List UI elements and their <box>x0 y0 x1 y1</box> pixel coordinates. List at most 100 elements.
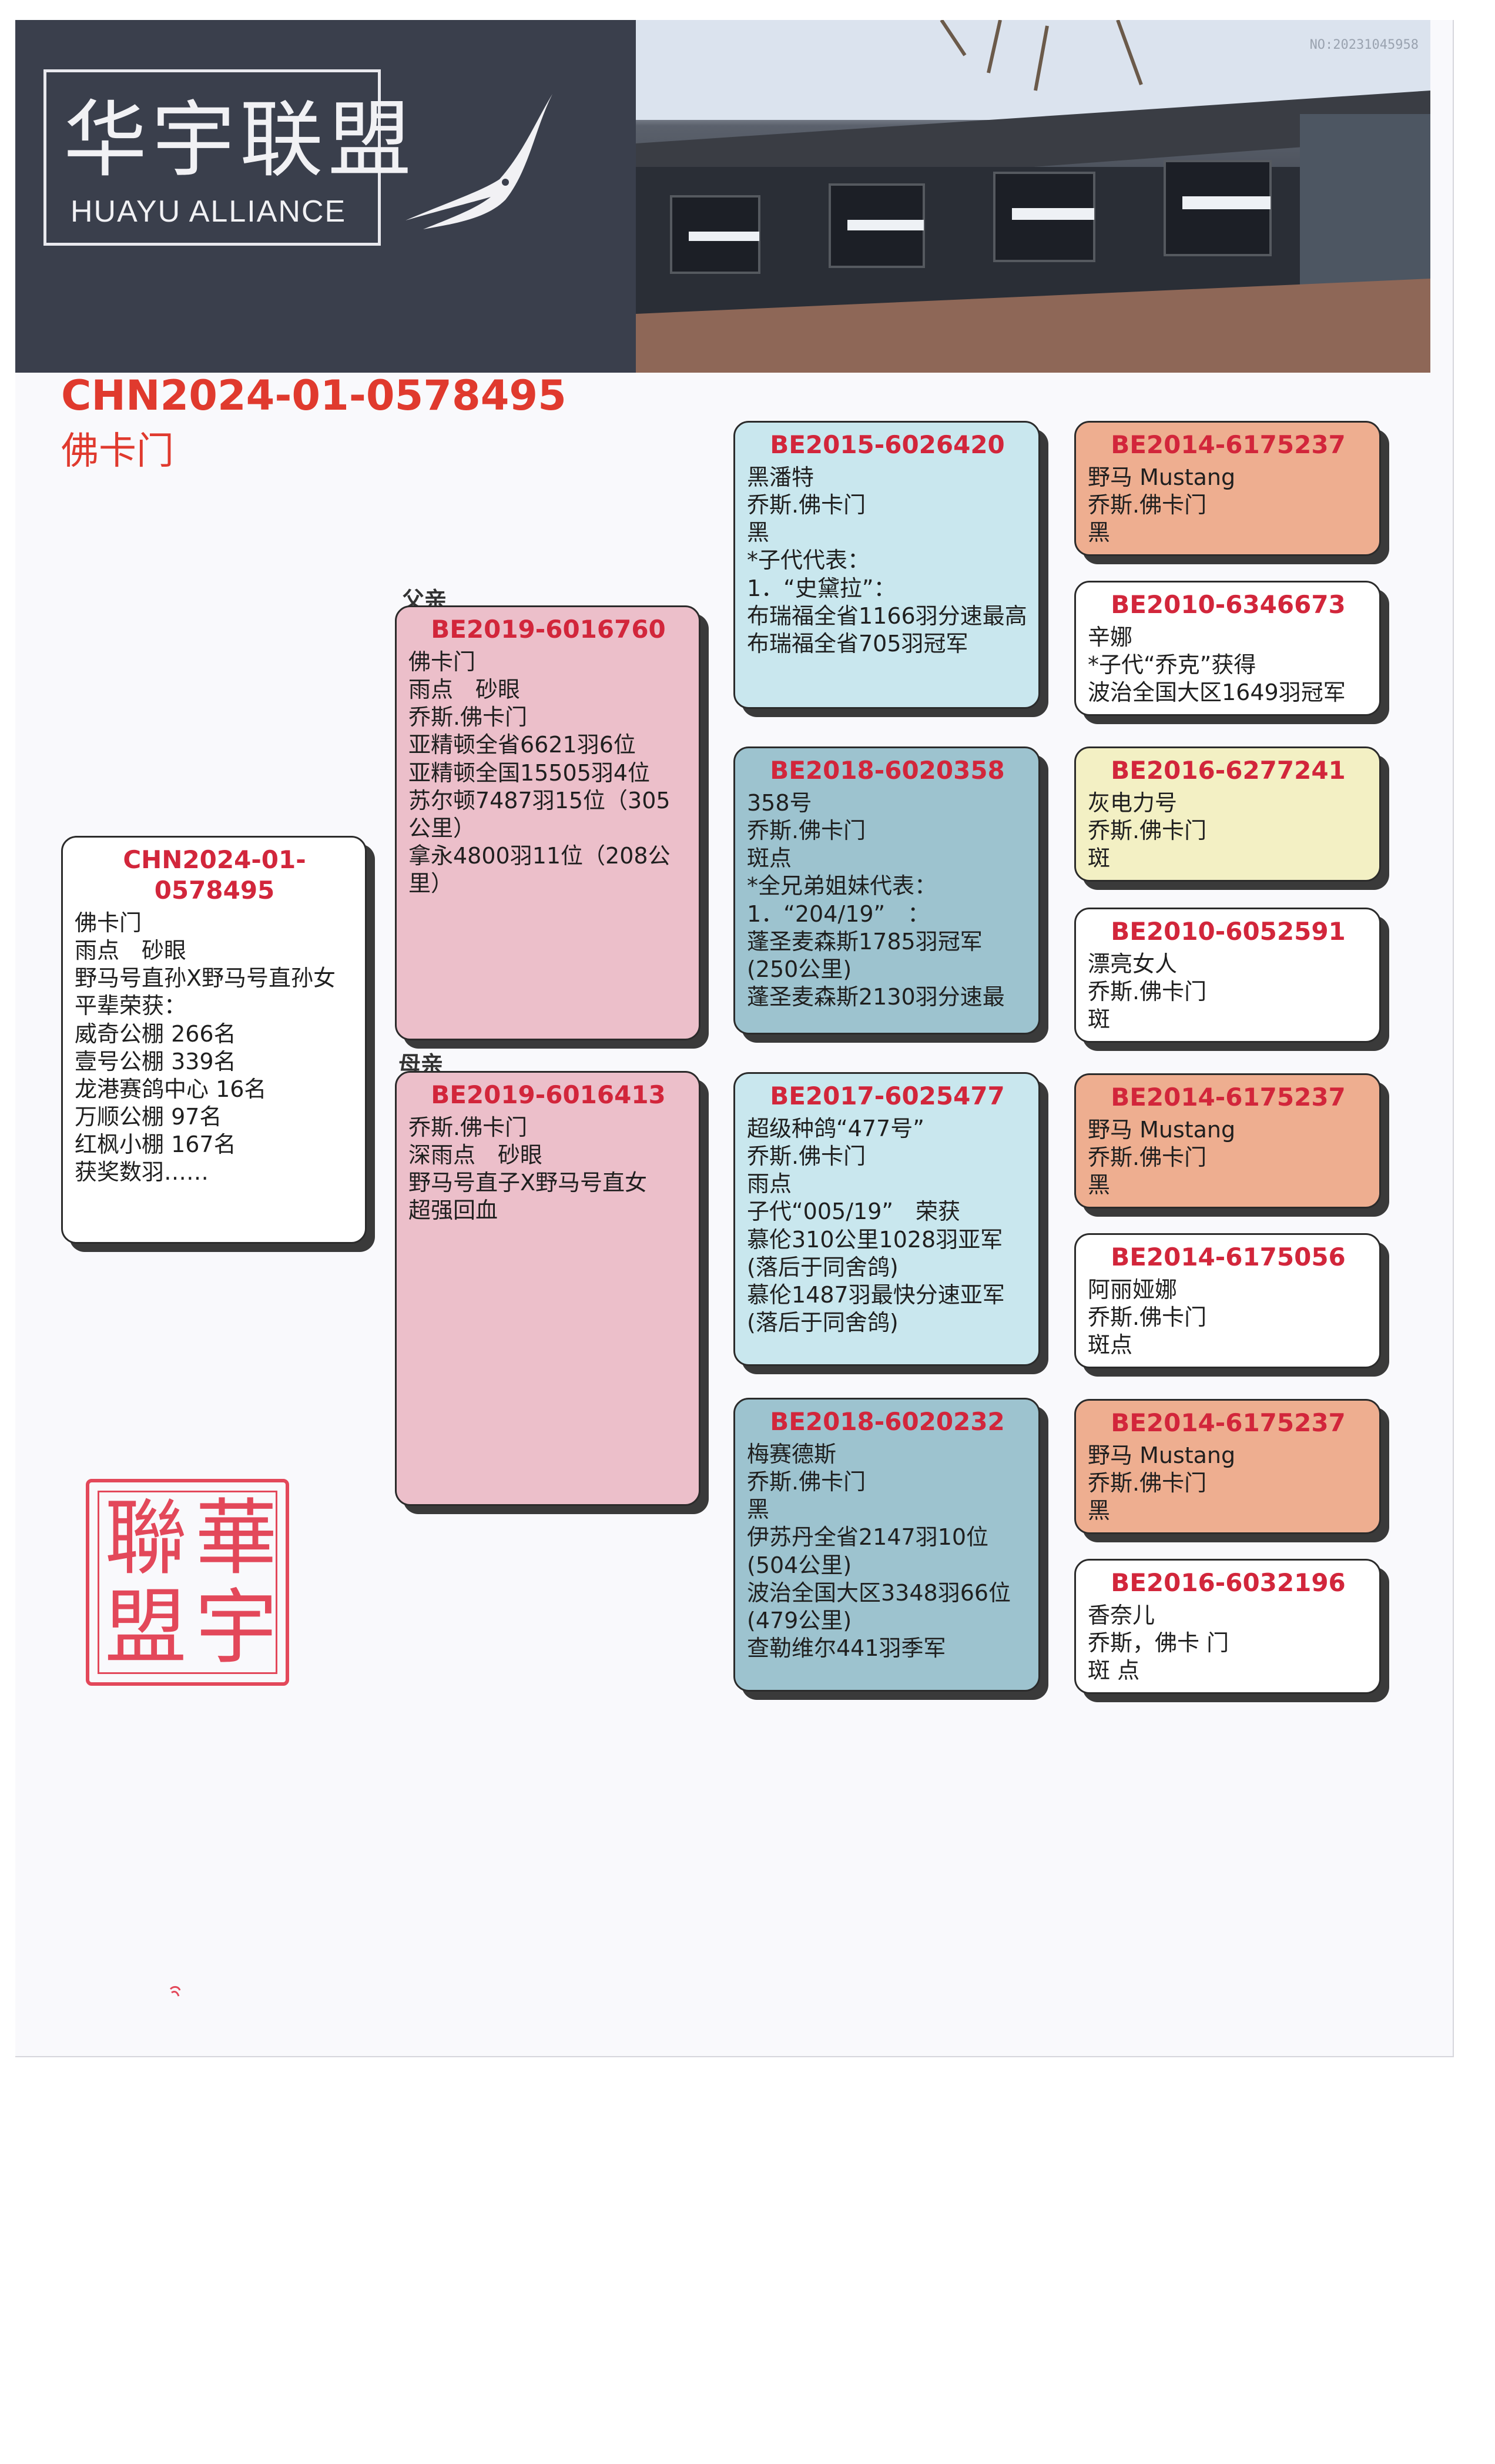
card-ring: BE2014-6175237 <box>1111 1083 1346 1112</box>
card-line: 野马号直孙X野马号直孙女 <box>75 965 336 992</box>
card-line: 乔斯.佛卡门 <box>1088 1304 1207 1331</box>
card-line: 黑 <box>1088 1498 1111 1524</box>
card-line: 佛卡门 <box>408 649 476 675</box>
card-line: 野马 Mustang <box>1088 1117 1236 1143</box>
card-ring: BE2016-6032196 <box>1111 1568 1346 1597</box>
card-line: 拿永4800羽11位（208公里） <box>408 842 671 896</box>
loft-illustration <box>636 20 1430 373</box>
card-line: 1．“204/19” ： <box>747 900 930 927</box>
card-line: 野马 Mustang <box>1088 1442 1236 1469</box>
card-line: 亚精顿全省6621羽6位 <box>408 732 636 758</box>
card-line: 乔斯.佛卡门 <box>408 704 528 731</box>
card-line: 布瑞福全省705羽冠军 <box>747 630 968 657</box>
card-line: 乔斯.佛卡门 <box>1088 1144 1207 1171</box>
card-ggp-mmf: BE2014-6175237 野马 Mustang 乔斯.佛卡门 黑 <box>1074 1399 1381 1534</box>
seal-inner-border <box>98 1491 277 1674</box>
card-line: 子代“005/19” 荣获 <box>747 1198 961 1225</box>
logo-english: HUAYU ALLIANCE <box>71 195 347 229</box>
card-ring: BE2014-6175056 <box>1111 1243 1346 1271</box>
card-maternal-grandmother: BE2018-6020232 梅赛德斯 乔斯.佛卡门 黑 伊苏丹全省2147羽1… <box>733 1398 1040 1692</box>
card-ring: BE2018-6020232 <box>770 1407 1005 1436</box>
loft-photo <box>636 20 1430 373</box>
card-line: 阿丽娅娜 <box>1088 1277 1178 1303</box>
card-ggp-mff: BE2014-6175237 野马 Mustang 乔斯.佛卡门 黑 <box>1074 1073 1381 1208</box>
serial-number: NO:20231045958 <box>1309 38 1419 52</box>
card-line: 黑 <box>747 520 770 546</box>
card-father: BE2019-6016760 佛卡门 雨点 砂眼 乔斯.佛卡门 亚精顿全省662… <box>395 605 700 1040</box>
card-line: 超级种鸽“477号” <box>747 1116 924 1142</box>
card-line: 黑 <box>747 1497 770 1523</box>
card-line: 野马 Mustang <box>1088 464 1236 491</box>
card-line: 蓬圣麦森斯1785羽冠军(250公里) <box>747 928 983 982</box>
card-line: 斑 <box>1088 1006 1111 1033</box>
card-line: 雨点 砂眼 <box>408 677 521 703</box>
seal-char: 華 <box>195 1491 278 1586</box>
card-line: *子代“乔克”获得 <box>1088 652 1256 678</box>
card-line: 波治全国大区1649羽冠军 <box>1088 679 1346 706</box>
card-line: 红枫小棚 167名 <box>75 1131 236 1158</box>
card-ring: BE2014-6175237 <box>1111 430 1346 459</box>
card-maternal-grandfather: BE2017-6025477 超级种鸽“477号” 乔斯.佛卡门 雨点 子代“0… <box>733 1072 1040 1366</box>
card-line: 灰电力号 <box>1088 790 1178 816</box>
seabird-logo-icon <box>405 94 552 229</box>
card-ring: BE2019-6016413 <box>431 1080 666 1109</box>
card-line: 波治全国大区3348羽66位(479公里) <box>747 1579 1011 1633</box>
card-line: *全兄弟姐妹代表： <box>747 873 937 899</box>
card-line: 布瑞福全省1166羽分速最高 <box>747 602 1027 629</box>
card-line: 乔斯.佛卡门 <box>1088 818 1207 844</box>
card-ring: BE2017-6025477 <box>770 1082 1005 1110</box>
card-line: 乔斯.佛卡门 <box>1088 492 1207 518</box>
card-ggp-fmf: BE2016-6277241 灰电力号 乔斯.佛卡门 斑 <box>1074 746 1381 882</box>
card-line: 乔斯.佛卡门 <box>747 1143 866 1170</box>
card-ring: BE2016-6277241 <box>1111 756 1346 785</box>
card-ggp-fff: BE2014-6175237 野马 Mustang 乔斯.佛卡门 黑 <box>1074 421 1381 556</box>
card-paternal-grandfather: BE2015-6026420 黑潘特 乔斯.佛卡门 黑 *子代代表： 1．“史黛… <box>733 421 1040 709</box>
seal-char: 宇 <box>195 1580 278 1676</box>
card-line: 斑点 <box>747 845 792 872</box>
card-line: 香奈儿 <box>1088 1602 1155 1629</box>
card-line: 威奇公棚 266名 <box>75 1020 236 1047</box>
card-line: 超强回血 <box>408 1197 498 1224</box>
card-line: 乔斯.佛卡门 <box>1088 979 1207 1005</box>
card-line: 乔斯.佛卡门 <box>747 818 866 844</box>
card-line: 黑 <box>1088 1172 1111 1198</box>
card-line: 乔斯.佛卡门 <box>408 1114 528 1141</box>
card-line: 1．“史黛拉”： <box>747 575 896 601</box>
subject-name: 佛卡门 <box>61 430 174 473</box>
header-banner: NO:20231045958 <box>15 20 1430 373</box>
card-line: 358号 <box>747 790 812 816</box>
card-ring: BE2010-6052591 <box>1111 917 1346 946</box>
card-line: 蓬圣麦森斯2130羽分速最 <box>747 983 1005 1010</box>
card-line: 辛娜 <box>1088 624 1133 651</box>
card-line: 乔斯.佛卡门 <box>747 492 866 518</box>
card-ring: BE2015-6026420 <box>770 430 1005 459</box>
card-line: 梅赛德斯 <box>747 1441 837 1468</box>
subject-ring-number: CHN2024-01-0578495 <box>61 371 567 420</box>
card-line: 漂亮女人 <box>1088 951 1178 977</box>
card-ggp-mmm: BE2016-6032196 香奈儿 乔斯，佛卡 门 斑 点 <box>1074 1559 1381 1694</box>
card-line: 深雨点 砂眼 <box>408 1142 543 1169</box>
card-line: 壹号公棚 339名 <box>75 1048 236 1074</box>
card-line: 乔斯.佛卡门 <box>747 1469 866 1495</box>
card-line: 乔斯，佛卡 门 <box>1088 1630 1229 1656</box>
card-ggp-ffm: BE2010-6346673 辛娜 *子代“乔克”获得 波治全国大区1649羽冠… <box>1074 581 1381 716</box>
seal-char: 盟 <box>105 1580 187 1676</box>
card-line: 斑 <box>1088 845 1111 872</box>
card-line: 慕伦1487羽最快分速亚军(落后于同舍鸽) <box>747 1281 1005 1335</box>
card-ring: BE2018-6020358 <box>770 756 1005 785</box>
card-line: *子代代表： <box>747 547 870 574</box>
logo-frame <box>43 69 381 246</box>
ink-mark-icon <box>169 1986 181 1997</box>
card-ggp-fmm: BE2010-6052591 漂亮女人 乔斯.佛卡门 斑 <box>1074 908 1381 1043</box>
card-line: 佛卡门 <box>75 910 142 936</box>
card-ring: BE2014-6175237 <box>1111 1408 1346 1437</box>
card-line: 苏尔顿7487羽15位（305公里） <box>408 787 671 841</box>
card-ring: BE2019-6016760 <box>431 615 666 644</box>
card-ring: BE2010-6346673 <box>1111 590 1346 619</box>
card-ring: CHN2024-01-0578495 <box>123 845 306 905</box>
card-line: 查勒维尔441羽季军 <box>747 1635 946 1661</box>
card-mother: BE2019-6016413 乔斯.佛卡门 深雨点 砂眼 野马号直子X野马号直女… <box>395 1071 700 1506</box>
card-line: 获奖数羽…… <box>75 1159 209 1186</box>
card-ggp-mfm: BE2014-6175056 阿丽娅娜 乔斯.佛卡门 斑点 <box>1074 1233 1381 1368</box>
card-line: 慕伦310公里1028羽亚军(落后于同舍鸽) <box>747 1226 1003 1280</box>
